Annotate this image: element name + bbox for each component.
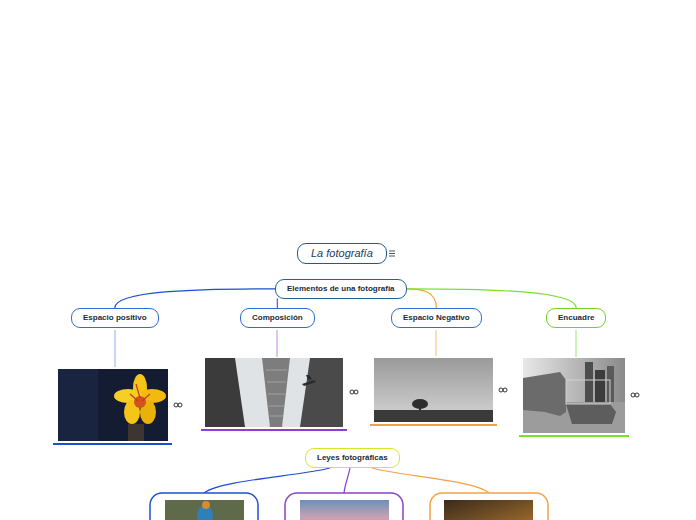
topic-label: Leyes fotográficas bbox=[317, 453, 388, 463]
laws-picture-boxes bbox=[150, 493, 548, 520]
branch-topic: Espacio positivo bbox=[71, 308, 159, 328]
branch-connector bbox=[407, 289, 437, 308]
lone-tree-photo bbox=[370, 358, 497, 425]
topic-label: Encuadre bbox=[558, 313, 594, 323]
flower-photo bbox=[53, 369, 172, 444]
branch-topic: Encuadre bbox=[546, 308, 606, 328]
topic-label: Elementos de una fotografía bbox=[287, 284, 395, 294]
branch-connector bbox=[115, 289, 275, 308]
branch-connector bbox=[407, 289, 577, 308]
menu-icon bbox=[389, 251, 395, 256]
hand-frame-photo bbox=[519, 358, 629, 436]
topic-label: Espacio Negativo bbox=[403, 313, 470, 323]
main-topic: Leyes fotográficas bbox=[305, 448, 400, 468]
branch-connector bbox=[277, 299, 278, 308]
link-icons bbox=[174, 388, 639, 407]
skyscraper-photo bbox=[201, 358, 347, 430]
root-topic: La fotografía bbox=[297, 243, 387, 264]
laws-branches bbox=[204, 468, 489, 493]
branch-topic: Composición bbox=[240, 308, 315, 328]
leader-lines bbox=[115, 330, 576, 367]
main-topic: Elementos de una fotografía bbox=[275, 279, 407, 299]
topic-label: Espacio positivo bbox=[83, 313, 147, 323]
branch-topic: Espacio Negativo bbox=[391, 308, 482, 328]
topic-label: La fotografía bbox=[311, 247, 373, 260]
topic-label: Composición bbox=[252, 313, 303, 323]
